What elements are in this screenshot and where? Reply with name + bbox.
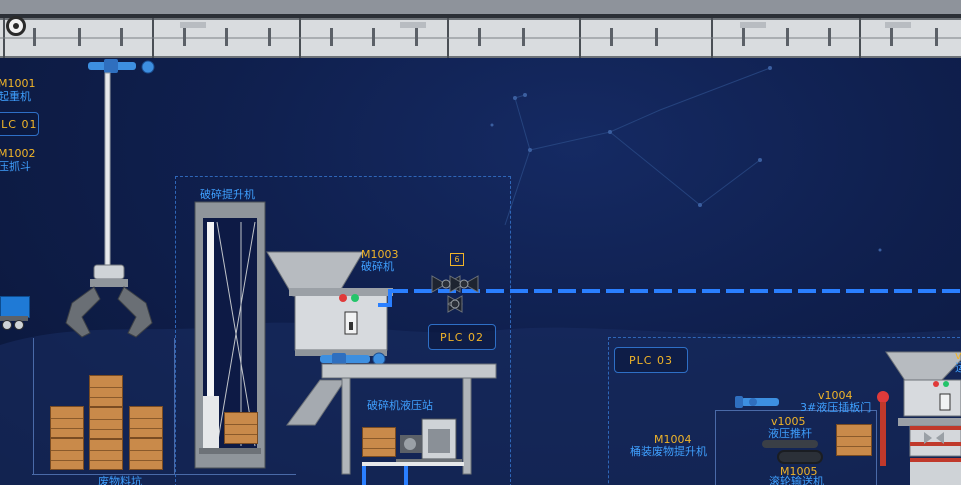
v1004-name: 3#液压插板门	[800, 401, 872, 414]
plc-01-badge[interactable]: PLC 01	[0, 112, 39, 136]
v1004-code: v1004	[818, 389, 853, 402]
m1002-name: 压抓斗	[0, 160, 31, 173]
waste-pit-label: 废物料坑	[98, 475, 142, 485]
hydraulic-pushrod[interactable]	[733, 393, 785, 411]
waste-box	[129, 438, 163, 470]
hydraulic-gate[interactable]	[874, 388, 894, 470]
m1005-name: 滚轮输送机	[769, 475, 824, 485]
crane-grab[interactable]	[60, 55, 170, 345]
m1003-name: 破碎机	[361, 260, 394, 273]
waste-box	[50, 406, 84, 438]
m1002-code: M1002	[0, 147, 36, 160]
gear-icon[interactable]	[6, 16, 26, 36]
roller-conveyor[interactable]	[777, 450, 823, 464]
barrel-lift-frame	[715, 410, 877, 485]
crusher-hydraulic-cylinder	[320, 352, 386, 366]
m1004-name: 桶装废物提升机	[630, 445, 707, 458]
plc-03-badge[interactable]: PLC 03	[614, 347, 688, 373]
valve-tag: 6	[450, 253, 464, 266]
pipeline	[390, 289, 961, 293]
pushrod-rail	[762, 440, 818, 448]
v1005-code: v1005	[771, 415, 806, 428]
waste-box	[89, 375, 123, 407]
m1004-code: M1004	[654, 433, 692, 446]
waste-box	[89, 439, 123, 470]
m1001-code: M1001	[0, 77, 36, 90]
hydraulic-station-label: 破碎机液压站	[367, 399, 433, 412]
m1005-code: M1005	[780, 465, 818, 478]
crane-rail	[0, 0, 961, 58]
crusher-zone	[175, 176, 511, 485]
plc-02-badge[interactable]: PLC 02	[428, 324, 496, 350]
waste-box	[129, 406, 163, 438]
barrel-box	[836, 424, 872, 456]
m1003-code: M1003	[361, 248, 399, 261]
right-edge-name: 运	[955, 361, 961, 374]
station-box	[362, 427, 396, 457]
waste-box	[89, 407, 123, 439]
lift-box	[224, 412, 258, 444]
truck	[0, 296, 30, 332]
barrel-zone	[608, 337, 961, 485]
right-edge-code: v	[955, 349, 961, 362]
valve-cluster[interactable]	[428, 266, 484, 318]
right-hopper[interactable]	[884, 350, 961, 485]
platform-table	[321, 363, 497, 475]
m1001-name: 起重机	[0, 90, 31, 103]
lift-title: 破碎提升机	[200, 188, 255, 201]
waste-box	[50, 438, 84, 470]
v1005-name: 液压推杆	[768, 427, 812, 440]
